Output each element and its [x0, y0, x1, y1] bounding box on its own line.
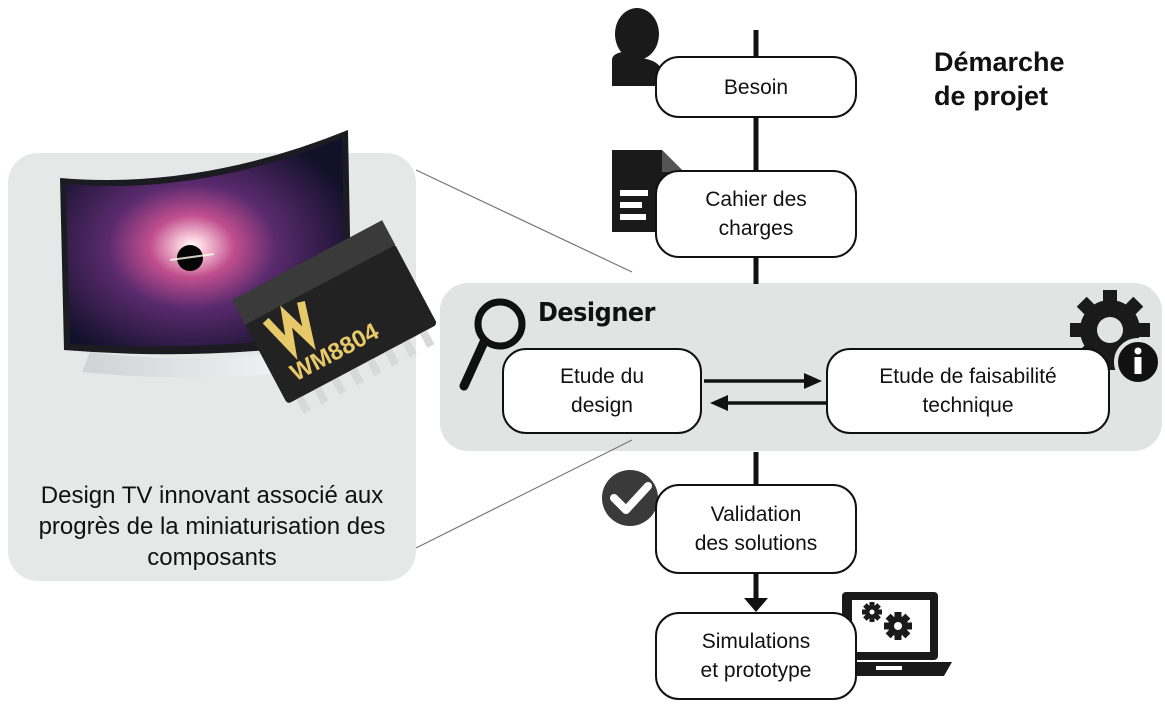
flow-arrowhead-down [744, 598, 768, 612]
arrow-right-head [804, 373, 822, 389]
magnifier-icon [459, 298, 526, 391]
step-etude-faisabilite: Etude de faisabilité technique [826, 348, 1110, 434]
arrow-left-head [710, 395, 728, 411]
step-etude-design: Etude du design [502, 348, 702, 434]
laptop-gears-icon [826, 592, 952, 676]
step-faisabilite-label: Etude de faisabilité technique [879, 365, 1057, 417]
callout-line-bottom [415, 439, 633, 549]
step-etude-design-label: Etude du design [559, 365, 645, 417]
check-circle-icon [602, 470, 658, 526]
designer-title: Designer [538, 298, 656, 328]
user-icon [612, 8, 662, 86]
step-besoin-label: Besoin [723, 75, 789, 99]
callout-line-top [415, 169, 633, 273]
step-simulations-label: Simulations et prototype [700, 630, 812, 682]
panel-caption: Design TV innovant associé aux progrès d… [38, 482, 386, 571]
step-validation-label: Validation des solutions [694, 503, 818, 555]
page-title: Démarche de projet [934, 47, 1065, 111]
step-cahier-label: Cahier des charges [705, 188, 807, 240]
step-validation: Validation des solutions [655, 484, 857, 574]
step-besoin: Besoin [655, 56, 857, 118]
step-cahier-des-charges: Cahier des charges [655, 170, 857, 258]
gear-info-icon [1070, 290, 1162, 386]
step-simulations: Simulations et prototype [655, 612, 857, 700]
